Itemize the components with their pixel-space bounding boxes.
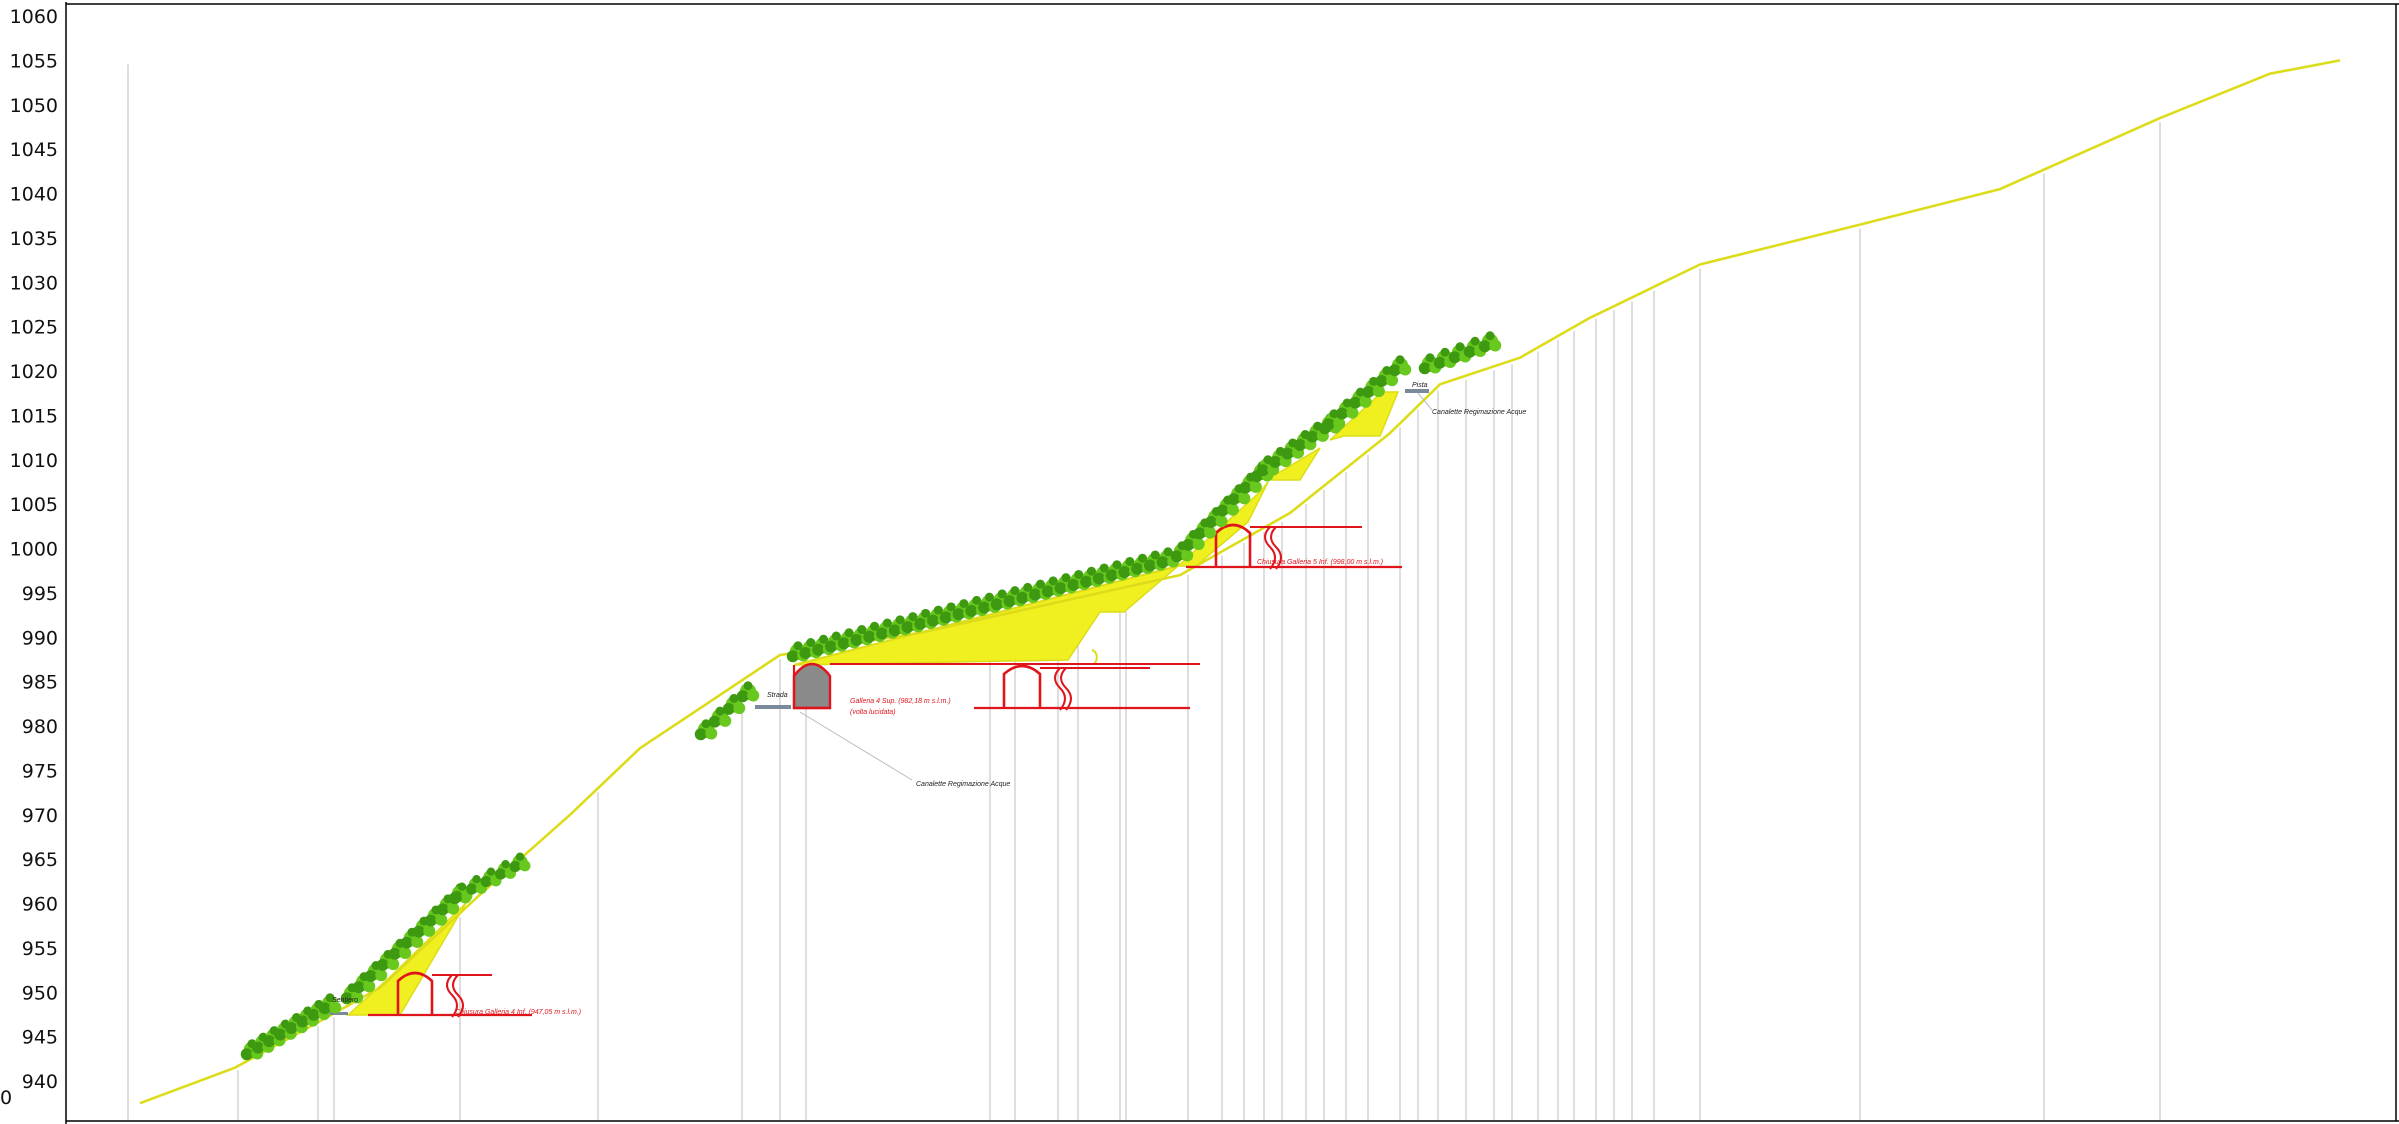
fill-embankment [1329,391,1400,441]
bench-curve [1091,649,1098,665]
annotation-a1: Chiusura Galleria 4 Inf. (947,05 m s.l.m… [455,1009,581,1016]
leader-line [799,711,913,781]
axis-corner-label: 0 [0,1087,12,1109]
tree-icon [466,875,487,895]
bench-line [793,565,1179,666]
y-tick-label: 1035 [10,228,58,250]
tree-icon [722,693,746,715]
annotation-a8: Sentiero [332,997,358,1004]
tree-icon [352,972,376,994]
y-tick-label: 1060 [10,6,58,28]
annotation-a4: Chiusura Galleria 5 Inf. (998,00 m s.l.m… [1257,559,1383,566]
tunnel-4-sup-ext-arch [1002,664,1042,708]
y-tick-label: 945 [22,1027,58,1049]
tunnel-4-inf-arch [396,971,434,1015]
tree-icon [694,719,718,741]
tunnel-4-sup-ext-break [1054,667,1066,711]
y-tick-label: 960 [22,894,58,916]
y-tick-label: 975 [22,760,58,782]
y-tick-label: 1045 [10,139,58,161]
annotation-a7: Strada [767,692,788,699]
y-tick-label: 1050 [10,95,58,117]
tree-icon [1448,342,1472,364]
y-tick-label: 955 [22,938,58,960]
y-tick-label: 985 [22,672,58,694]
tree-icon [1239,472,1262,494]
annotation-a6: Canalette Regimazione Acque [1432,409,1526,416]
tree-icon [1269,446,1292,468]
road-strada [755,705,791,709]
tree-icon [509,852,531,873]
annotation-a9: Pista [1412,382,1428,389]
y-tick-label: 1020 [10,361,58,383]
y-tick-label: 970 [22,805,58,827]
y-tick-label: 1000 [10,539,58,561]
tree-icon [1478,331,1502,353]
terrain-layer [139,59,2341,1105]
tunnel-5-inf-break [1264,526,1276,570]
y-tick-labels: 940 945 950 955 960 965 970 975 980 985 990 995 1000… [0,6,58,1109]
y-tick-label: 1010 [10,450,58,472]
leader-line [1417,392,1433,411]
y-tick-label: 1025 [10,317,58,339]
y-tick-label: 990 [22,627,58,649]
annotations-layer: Chiusura Galleria 4 Inf. (947,05 m s.l.m… [332,382,1526,1016]
y-tick-label: 950 [22,982,58,1004]
tree-icon [708,706,732,728]
y-tick-label: 965 [22,849,58,871]
y-tick-label: 995 [22,583,58,605]
y-tick-label: 1040 [10,184,58,206]
section-lines-layer [127,64,2161,1120]
tree-icon [736,681,760,703]
annotation-a2: Galleria 4 Sup. (982,18 m s.l.m.) [850,698,951,705]
annotation-a5: Canalette Regimazione Acque [916,781,1010,788]
tree-icon [1335,398,1359,420]
tunnel-4-sup-ext-break [1060,667,1072,711]
y-tick-label: 1005 [10,494,58,516]
tree-icon [952,599,976,621]
tree-icon [1463,336,1487,358]
tree-icon [1205,506,1228,528]
y-tick-label: 1055 [10,50,58,72]
y-tick-label: 1030 [10,272,58,294]
tunnel-4-inf-break [446,974,458,1018]
tunnel-5-inf-break [1270,526,1282,570]
tunnel-4-inf-break [452,974,464,1018]
annotation-a3: (volta lucidata) [850,709,896,716]
tree-icon [318,993,342,1015]
y-tick-label: 940 [22,1071,58,1093]
y-tick-label: 980 [22,716,58,738]
trees-layer [240,331,1502,1061]
tree-icon [451,882,473,903]
tree-icon [400,927,424,949]
tunnel-portal-4-sup [792,662,832,710]
y-axis [65,2,2399,1124]
y-tick-label: 1015 [10,405,58,427]
path-sentiero [330,1012,348,1015]
road-pista [1405,389,1429,393]
tree-icon [412,916,436,938]
tree-icon [1193,518,1217,540]
tree-icon [1388,355,1412,377]
tunnels-layer [330,389,1429,1018]
terrain-profile-line [139,59,2341,1105]
